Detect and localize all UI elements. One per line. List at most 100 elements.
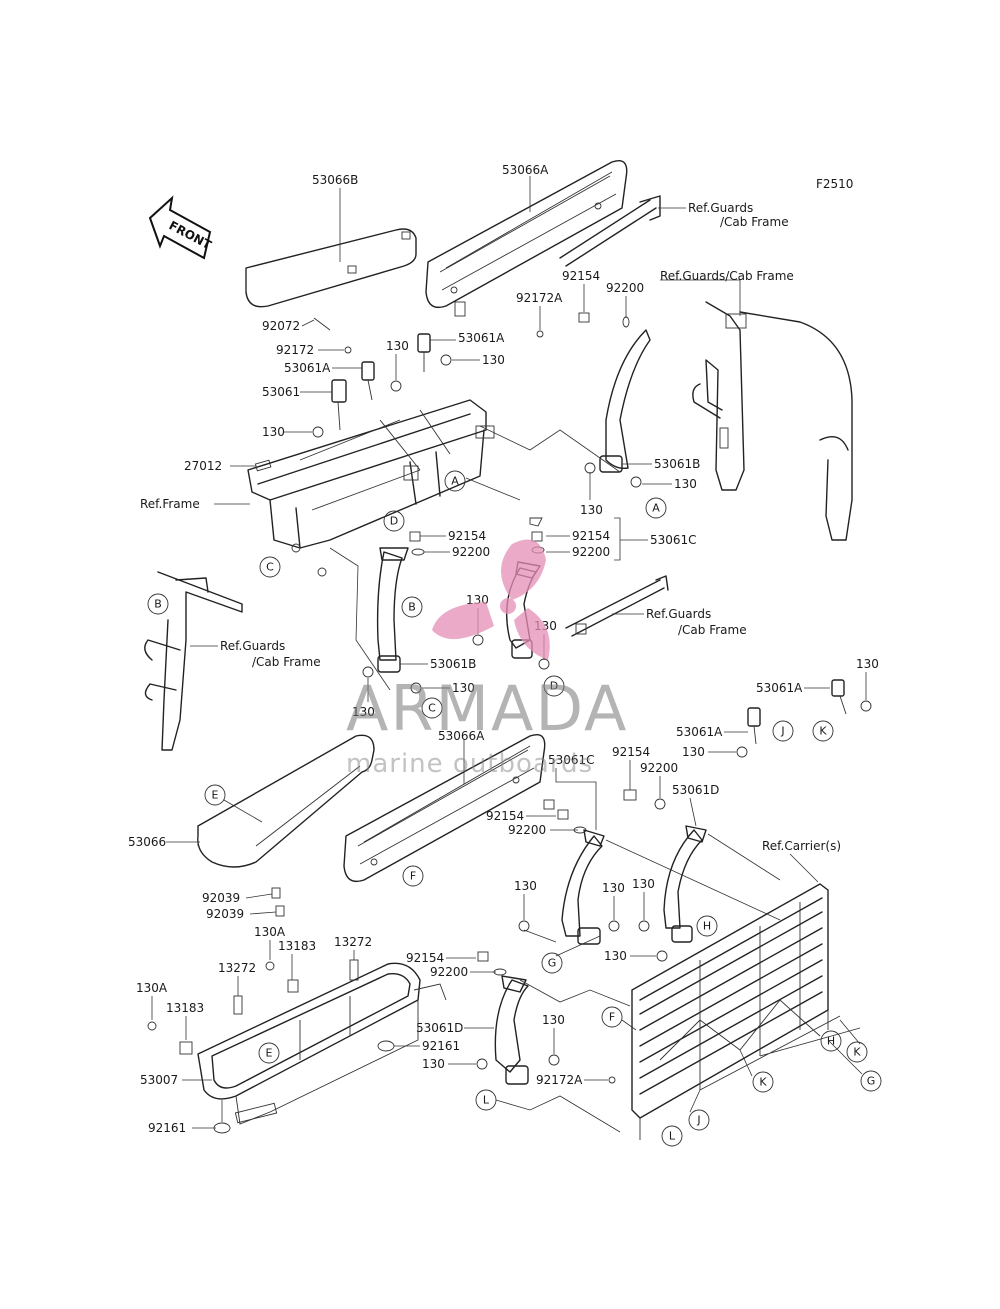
- callout-F1: F: [402, 865, 424, 887]
- watermark-tagline: marine outboards: [346, 749, 593, 779]
- svg-text:K: K: [759, 1076, 767, 1089]
- svg-text:A: A: [652, 502, 660, 515]
- label-130-n: 130: [632, 877, 655, 891]
- callout-A2: A: [645, 497, 667, 519]
- label-ref-guards-1: Ref.Guards: [688, 201, 753, 215]
- label-130-m: 130: [602, 881, 625, 895]
- callout-G2: G: [860, 1070, 882, 1092]
- callout-F2: F: [601, 1006, 623, 1028]
- label-ref-guards-3: Ref.Guards: [646, 607, 711, 621]
- cab-frame-left: [144, 571, 243, 751]
- callout-J1: J: [772, 720, 794, 742]
- seatbelt-53061C-lower: [561, 829, 605, 945]
- label-92039-a: 92039: [202, 891, 240, 905]
- label-92200-e: 92200: [640, 761, 678, 775]
- guard-bar-top: [559, 195, 661, 267]
- callout-K3: K: [846, 1041, 868, 1063]
- label-ref-frame: Ref.Frame: [140, 497, 200, 511]
- seat-cushion-53066B: [245, 228, 417, 308]
- label-ref-carriers: Ref.Carrier(s): [762, 839, 841, 853]
- svg-text:B: B: [408, 601, 416, 614]
- svg-text:D: D: [550, 680, 558, 693]
- svg-text:C: C: [266, 561, 274, 574]
- label-92200-f: 92200: [430, 965, 468, 979]
- label-53061: 53061: [262, 385, 300, 399]
- label-92154-a: 92154: [562, 269, 600, 283]
- label-53061A-d: 53061A: [676, 725, 723, 739]
- callout-G1: G: [541, 952, 563, 974]
- label-ref-guards-4: Ref.Guards: [220, 639, 285, 653]
- buckle-53061A-a: [417, 333, 431, 372]
- label-92154-d: 92154: [486, 809, 524, 823]
- label-53061C-a: 53061C: [650, 533, 697, 547]
- svg-text:E: E: [212, 789, 219, 802]
- svg-text:B: B: [154, 598, 162, 611]
- svg-text:F: F: [410, 870, 416, 883]
- seat-frame-lower-53007: [197, 962, 447, 1125]
- label-53066B: 53066B: [312, 173, 358, 187]
- label-130A-a: 130A: [254, 925, 286, 939]
- front-arrow-icon: FRONT: [148, 195, 214, 260]
- label-13183-a: 13183: [278, 939, 316, 953]
- label-13272-a: 13272: [334, 935, 372, 949]
- svg-text:D: D: [390, 515, 398, 528]
- carrier-rack: [631, 883, 861, 1140]
- label-92039-b: 92039: [206, 907, 244, 921]
- label-130-j: 130: [856, 657, 879, 671]
- label-130-l: 130: [514, 879, 537, 893]
- buckle-53061: [331, 379, 347, 431]
- label-13272-b: 13272: [218, 961, 256, 975]
- label-130-p: 130: [542, 1013, 565, 1027]
- svg-text:G: G: [867, 1075, 876, 1088]
- callout-C1: C: [259, 556, 281, 578]
- callout-K1: K: [812, 720, 834, 742]
- label-130-q: 130: [422, 1057, 445, 1071]
- svg-text:H: H: [703, 920, 711, 933]
- watermark-name: ARMADA: [346, 672, 628, 745]
- svg-text:L: L: [669, 1130, 676, 1143]
- label-92072: 92072: [262, 319, 300, 333]
- buckle-53061A-b: [361, 361, 375, 401]
- label-53061B-a: 53061B: [654, 457, 700, 471]
- svg-text:K: K: [853, 1046, 861, 1059]
- label-53061A-c: 53061A: [756, 681, 803, 695]
- seatbelt-53061B-right: [584, 329, 651, 488]
- label-130-b: 130: [482, 353, 505, 367]
- cab-frame-right: [692, 301, 853, 541]
- label-130-o: 130: [604, 949, 627, 963]
- label-53061D-a: 53061D: [672, 783, 719, 797]
- label-92172A-bot: 92172A: [536, 1073, 583, 1087]
- label-92154-e: 92154: [612, 745, 650, 759]
- label-ref-guards-1b: /Cab Frame: [720, 215, 789, 229]
- label-92154-c: 92154: [572, 529, 610, 543]
- callout-H2: H: [820, 1030, 842, 1052]
- svg-text:C: C: [428, 702, 436, 715]
- callout-H1: H: [696, 915, 718, 937]
- seatbelt-53061D-lower: [494, 975, 529, 1085]
- armada-watermark: ARMADA marine outboards: [346, 539, 628, 779]
- callout-D1: D: [383, 510, 405, 532]
- callout-B2: B: [401, 596, 423, 618]
- label-92154-f: 92154: [406, 951, 444, 965]
- label-53061D-b: 53061D: [416, 1021, 463, 1035]
- label-53007: 53007: [140, 1073, 178, 1087]
- label-130-i: 130: [352, 705, 375, 719]
- callout-E1: E: [204, 784, 226, 806]
- callout-E2: E: [258, 1042, 280, 1064]
- label-130-d: 130: [580, 503, 603, 517]
- callout-D2: D: [543, 675, 565, 697]
- label-53061B-b: 53061B: [430, 657, 476, 671]
- label-53061C-b: 53061C: [548, 753, 595, 767]
- seat-frame-upper: [247, 399, 495, 577]
- seatbelt-53061B-left: [376, 547, 409, 673]
- callout-C2: C: [421, 697, 443, 719]
- label-92200-d: 92200: [508, 823, 546, 837]
- svg-text:F: F: [609, 1011, 615, 1024]
- callout-L2: L: [661, 1125, 683, 1147]
- svg-text:J: J: [780, 725, 784, 738]
- label-92172: 92172: [276, 343, 314, 357]
- backrest-53066A-mid: [343, 734, 546, 883]
- label-ref-guards-3b: /Cab Frame: [678, 623, 747, 637]
- svg-text:L: L: [483, 1094, 490, 1107]
